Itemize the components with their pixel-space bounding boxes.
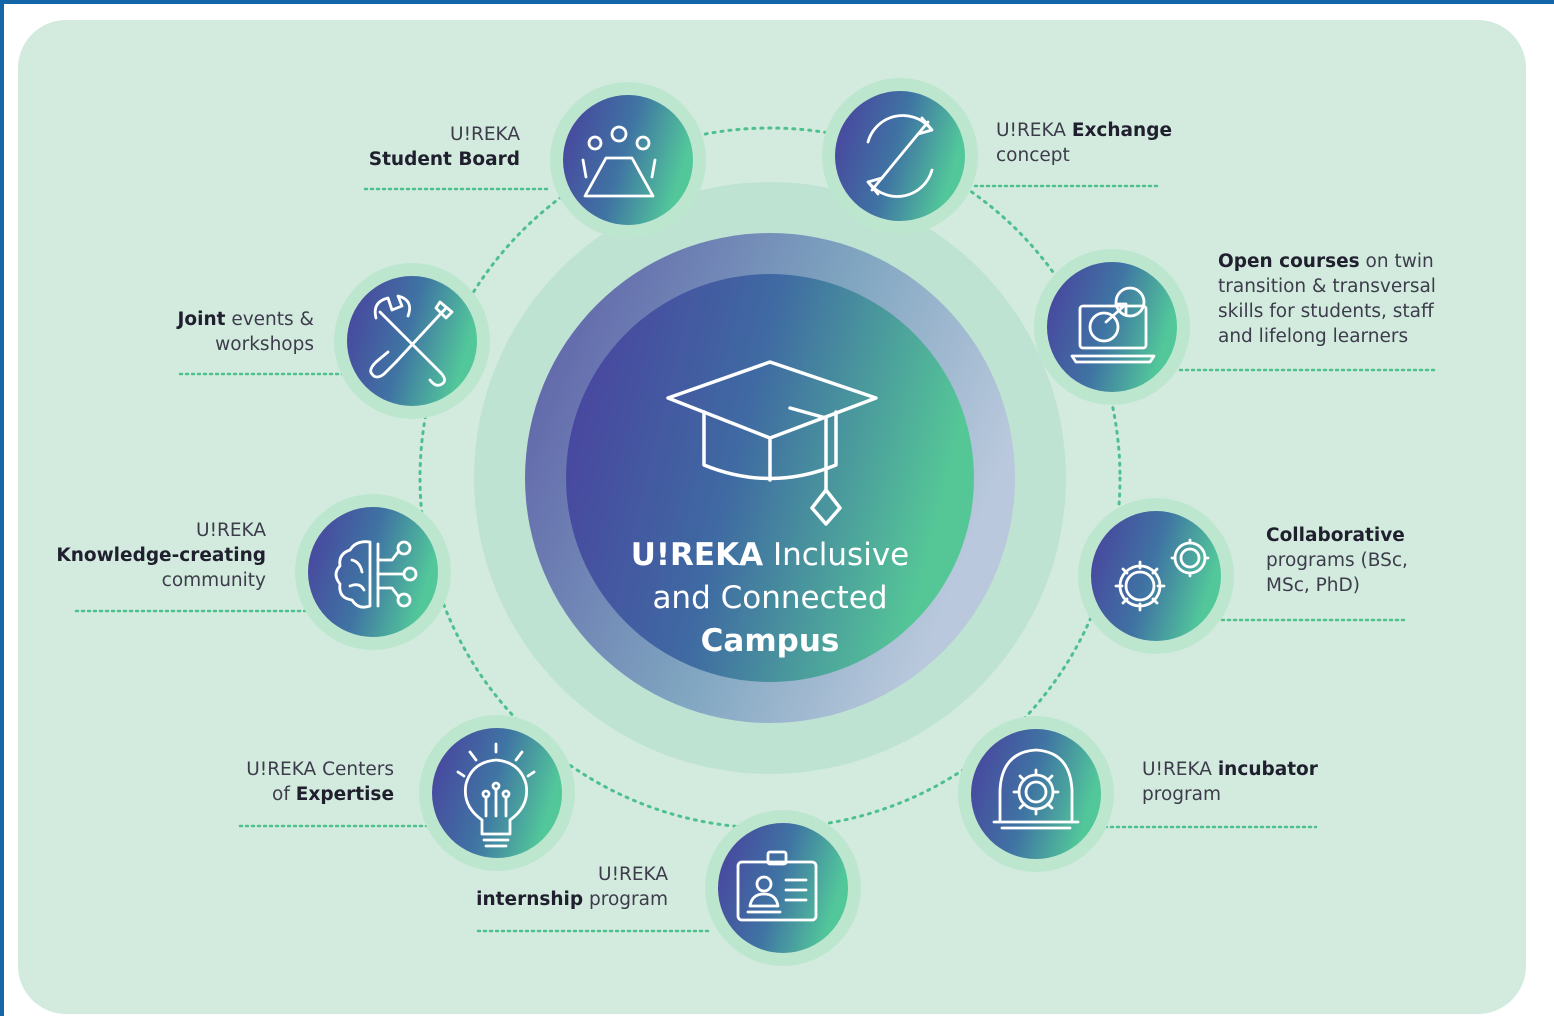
label-internship: U!REKA internship program [476,864,668,910]
brain-network-icon [334,540,418,609]
team-meeting-icon [581,125,657,198]
frame-top-border [0,0,1554,4]
graduation-cap-icon [666,360,878,526]
lightbulb-icon [456,742,536,848]
label-student-board: U!REKA Student Board [368,124,520,170]
label-collaborative: Collaborative programs (BSc, MSc, PhD) [1266,525,1408,596]
orbit-path [418,126,1122,830]
label-incubator: U!REKA incubator program [1142,759,1318,805]
center-title: U!REKA Inclusive and Connected Campus [630,537,910,659]
node-incubator [958,716,1114,872]
exchange-cycle-icon [866,114,934,198]
gears-icon [1114,538,1210,612]
node-open-courses [1034,249,1190,405]
incubator-gear-icon [992,748,1080,830]
label-knowledge: U!REKA Knowledge-creating community [56,520,266,591]
label-joint-events: Joint events & workshops [177,309,314,355]
id-badge-icon [736,850,818,922]
node-internship [705,810,861,966]
label-centers: U!REKA Centers of Expertise [246,759,394,805]
node-joint-events [334,263,490,419]
label-exchange: U!REKA Exchange concept [996,120,1172,166]
frame-left-border [0,0,4,1016]
tools-icon [369,294,454,387]
node-student-board [550,82,706,238]
label-open-courses: Open courses on twin transition & transv… [1218,251,1436,347]
node-knowledge [295,494,451,650]
laptop-exchange-icon [1070,286,1156,364]
